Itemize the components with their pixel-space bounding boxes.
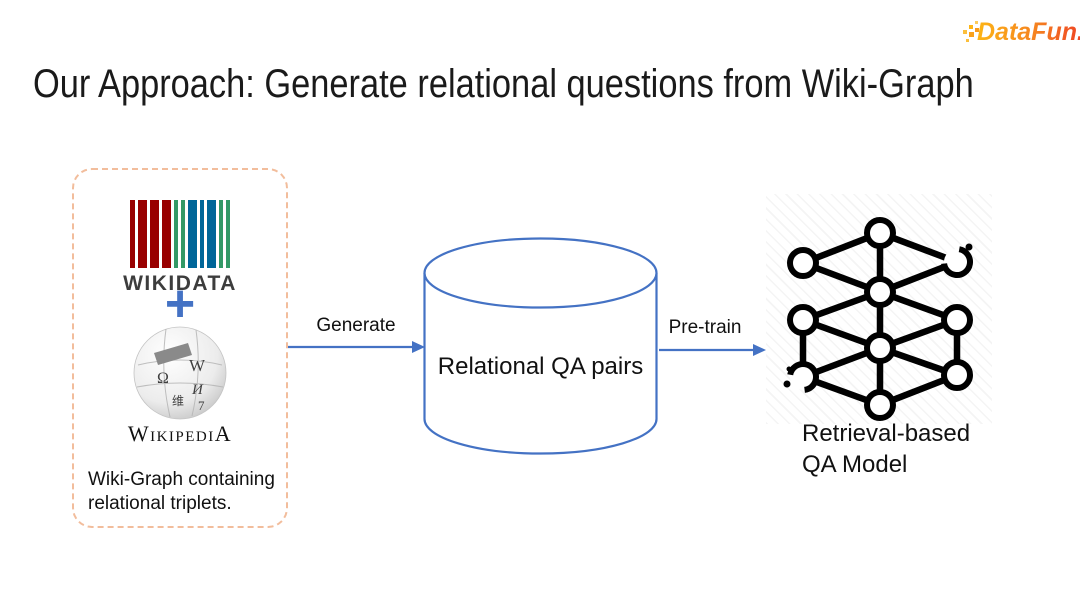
model-label: Retrieval-based QA Model <box>802 418 970 480</box>
svg-text:Ω: Ω <box>157 370 169 387</box>
neural-network-icon <box>783 217 973 421</box>
slide-title: Our Approach: Generate relational questi… <box>33 62 974 106</box>
pretrain-arrow-label: Pre-train <box>668 317 742 338</box>
svg-text:维: 维 <box>172 394 184 408</box>
database-cylinder-icon <box>423 237 658 455</box>
wiki-box-caption: Wiki-Graph containing relational triplet… <box>88 469 275 514</box>
wikipedia-globe-icon: W Ω И 维 7 <box>133 326 227 420</box>
wikidata-wordmark: WIKIDATA <box>123 272 237 295</box>
wiki-graph-box: WIKIDATA + W Ω И 维 <box>72 168 288 528</box>
svg-text:W: W <box>189 356 206 375</box>
datafun-logo-text: DataFun. <box>977 18 1080 47</box>
model-label-line2: QA Model <box>802 451 908 478</box>
qa-model: Retrieval-based QA Model <box>766 194 992 494</box>
model-label-line1: Retrieval-based <box>802 420 971 447</box>
plus-icon: + <box>164 275 196 333</box>
qa-pairs-database: Relational QA pairs <box>423 237 658 455</box>
database-label: Relational QA pairs <box>437 353 644 380</box>
wikipedia-wordmark: WikipediA <box>127 421 233 446</box>
svg-text:7: 7 <box>198 398 205 413</box>
wikidata-barcode-icon <box>130 200 230 268</box>
svg-text:И: И <box>191 382 204 398</box>
generate-arrow-label: Generate <box>316 315 396 336</box>
datafun-logo: DataFun. <box>963 18 1080 54</box>
